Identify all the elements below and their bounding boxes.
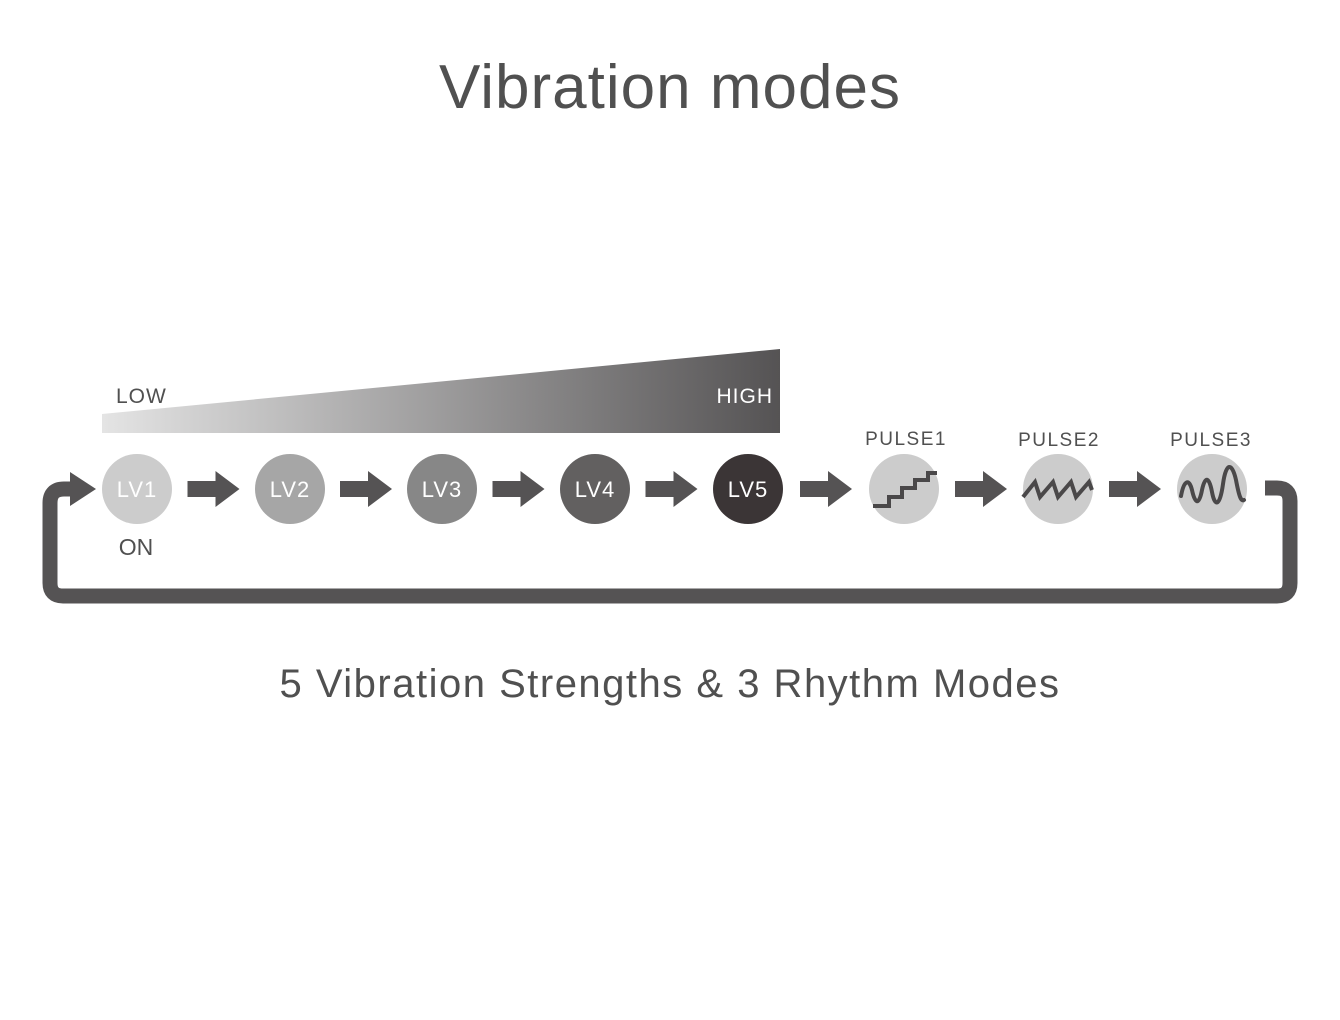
loop-back-arrowhead [70,472,96,506]
level-circle [407,454,477,524]
level-circle [255,454,325,524]
step-arrow [492,471,545,507]
level-circle [560,454,630,524]
level-label: LV4 [575,477,616,502]
loop-back-arrow [42,480,1298,604]
level-node-lv2: LV2 [255,454,325,524]
step-arrows [187,471,1161,507]
level-label: LV3 [422,477,463,502]
level-label: LV2 [270,477,311,502]
step-arrow [187,471,240,507]
pulse-node-3: PULSE3 [1170,430,1252,524]
step-arrow [955,471,1007,507]
pulse-node-2: PULSE2 [1018,430,1100,524]
level-node-lv4: LV4 [560,454,630,524]
level-node-lv5: LV5 [713,454,783,524]
level-label: LV5 [728,477,769,502]
step-arrow [645,471,698,507]
level-circle [102,454,172,524]
pulse-circle [1023,454,1093,524]
level-node-lv3: LV3 [407,454,477,524]
high-label: HIGH [717,385,774,408]
level-circle [713,454,783,524]
intensity-ramp [102,349,780,433]
irregular-wave-icon [1179,465,1246,505]
level-label: LV1 [117,477,158,502]
pulse-label: PULSE1 [865,429,947,450]
pulse-node-1: PULSE1 [865,429,947,524]
step-arrow [800,471,852,507]
step-arrow [1109,471,1161,507]
pulse-label: PULSE2 [1018,430,1100,451]
pulse-label: PULSE3 [1170,430,1252,451]
diagram-title: Vibration modes [439,53,901,122]
staircase-wave-icon [873,471,937,508]
level-node-lv1: LV1 [102,454,172,524]
diagram-subtitle: 5 Vibration Strengths & 3 Rhythm Modes [279,662,1061,706]
low-label: LOW [116,385,167,408]
sawtooth-wave-icon [1021,477,1094,501]
on-label: ON [119,534,154,560]
step-arrow [340,471,392,507]
